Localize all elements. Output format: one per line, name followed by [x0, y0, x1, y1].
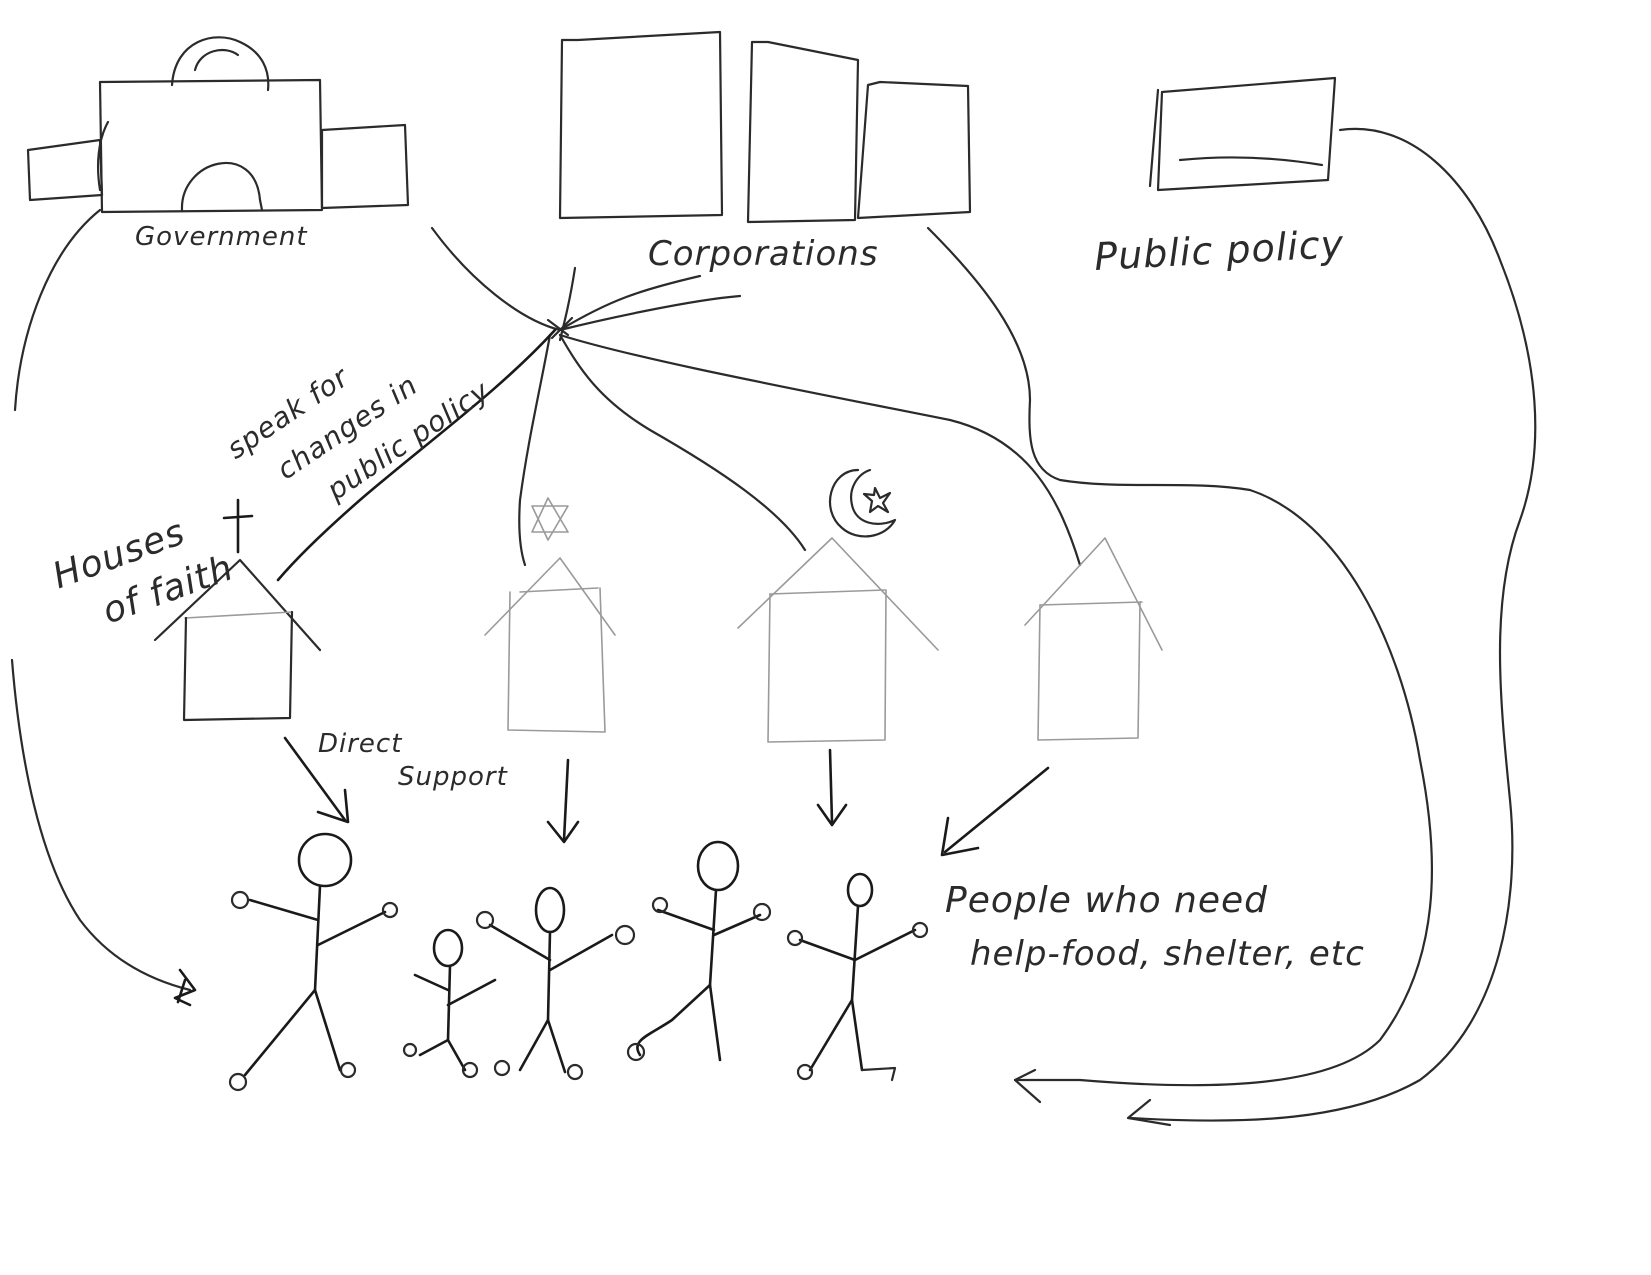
corporation-buildings-icon: [558, 30, 972, 224]
people-who-need-line-2: help-food, shelter, etc: [970, 934, 1365, 974]
house-of-faith-icon: [1024, 537, 1163, 741]
houses-of-faith-label: Houses of faith: [47, 512, 239, 633]
stick-figure-1: [228, 832, 399, 1092]
government-label: Government: [135, 222, 308, 252]
speak-for-changes-label: speak for changes in public policy: [221, 360, 496, 507]
stick-figure-4: [626, 840, 772, 1062]
public-policy-label: Public policy: [1093, 222, 1345, 279]
stick-figure-2: [402, 928, 497, 1079]
stick-figure-3: [475, 886, 636, 1081]
direct-support-line-2: Support: [398, 762, 508, 792]
policy-document-icon: [1148, 76, 1337, 192]
government-building-icon: [26, 36, 410, 214]
policy-to-people-arrow: [1126, 127, 1537, 1127]
people-who-need-line-1: People who need: [945, 880, 1268, 921]
government-to-people-arrow: [10, 208, 197, 1007]
stick-figure-5: [786, 872, 929, 1082]
direct-support-arrows: [283, 736, 1050, 857]
people-stick-figures-icon: [228, 832, 929, 1092]
influence-lines: [276, 226, 1434, 1104]
mosque-house-icon: [737, 468, 939, 743]
church-house-icon: [153, 498, 322, 722]
direct-support-line-1: Direct: [318, 729, 402, 759]
corporations-label: Corporations: [648, 234, 879, 274]
synagogue-house-icon: [484, 497, 616, 733]
